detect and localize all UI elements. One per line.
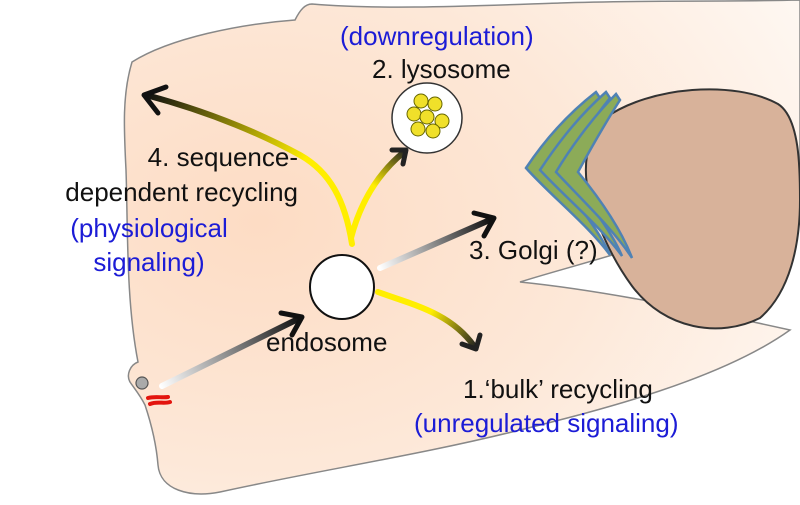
physiological-signaling-label-line2: signaling): [93, 247, 205, 277]
golgi-pathway-arrow: [377, 210, 497, 271]
bulk-recycling-arrow: [375, 289, 483, 352]
golgi-label: 3. Golgi (?): [469, 235, 598, 265]
unregulated-signaling-label: (unregulated signaling): [414, 408, 679, 438]
receptor-icon: [146, 395, 172, 406]
sequence-dependent-recycling-arrow: [141, 84, 355, 247]
internalization-arrow: [159, 310, 305, 389]
lysosome-label: 2. lysosome: [372, 54, 511, 84]
sequence-dependent-label-line2: dependent recycling: [65, 177, 298, 207]
bulk-recycling-label: 1.‘bulk’ recycling: [463, 374, 653, 404]
ligand-particle: [135, 376, 149, 390]
sequence-dependent-label-line1: 4. sequence-: [147, 142, 298, 172]
downregulation-label: (downregulation): [340, 21, 534, 51]
nucleus: [584, 88, 800, 330]
endosome-label: endosome: [266, 327, 388, 357]
physiological-signaling-label-line1: (physiological: [70, 213, 228, 243]
endosome: [309, 254, 375, 320]
golgi-apparatus: [524, 90, 634, 259]
lysosome-pathway-arrow: [348, 147, 409, 241]
lysosome: [391, 82, 463, 154]
